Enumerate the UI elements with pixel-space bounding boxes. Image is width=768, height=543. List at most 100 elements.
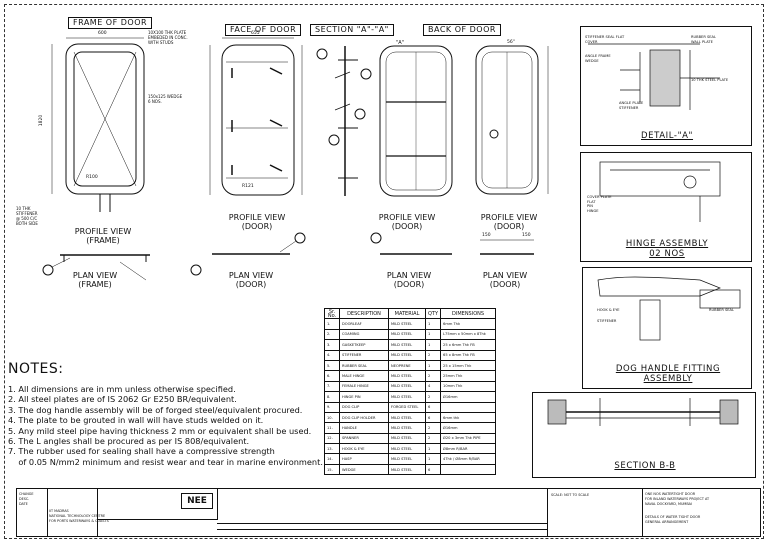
col-material: MATERIAL <box>388 307 426 320</box>
scale-block: SCALE: NOT TO SCALE <box>547 489 643 536</box>
cell-material: MILD STEEL <box>388 422 426 434</box>
note-item: 7. The rubber used for sealing shall hav… <box>8 446 275 457</box>
cell-material: MILD STEEL <box>388 391 426 403</box>
face-door-outline <box>221 44 295 196</box>
frame-inner <box>73 51 137 187</box>
cell-qty: 2 <box>424 370 442 382</box>
section-bb-title: SECTION B-B <box>614 461 676 471</box>
cell-sr: 9. <box>324 401 340 413</box>
back-door-width: 56" <box>507 40 515 45</box>
drawing-border <box>4 4 764 539</box>
cell-description: HINGE PIN <box>339 391 389 403</box>
cell-dimensions: 25mm Thk <box>440 370 497 382</box>
note-item: 1. All dimensions are in mm unless other… <box>8 384 236 394</box>
cell-dimensions: 6mm thk <box>440 411 497 424</box>
org-line: FOR PORTS WATERWAYS & COASTS <box>49 519 109 523</box>
detail-a-labels-bottom: ANGLE PLATE STIFFENER <box>619 101 644 110</box>
cell-material: MILD STEEL <box>388 349 426 361</box>
cell-description: STIFFENER <box>339 349 389 361</box>
cell-sr: 4. <box>324 349 340 361</box>
callout-6 <box>190 264 202 276</box>
cell-description: MALE HINGE <box>339 370 389 382</box>
profile-view-door2-caption: PROFILE VIEW(DOOR) <box>378 213 436 231</box>
cell-description: SPANNER <box>339 432 389 445</box>
face-of-door-title: FACE OF DOOR <box>225 24 302 36</box>
frame-of-door-title: FRAME OF DOOR <box>68 17 153 29</box>
cell-dimensions: L75mm x 50mm x 8Thk <box>440 328 497 341</box>
frame-dim-top: 600 <box>98 31 107 36</box>
cell-dimensions <box>440 463 497 476</box>
project-line: FOR INLAND WATERWAYS PROJECT AT <box>645 497 710 501</box>
notes-heading: NOTES: <box>8 361 64 377</box>
plate-embed-note: 10X100 THK PLATE EMBEDED IN CONC. WITH S… <box>148 30 188 45</box>
cell-description: HASP <box>339 453 389 465</box>
project-block: ONE NOS WATERTIGHT DOOR FOR INLAND WATER… <box>642 489 760 536</box>
plan-view-door2-caption: PLAN VIEW(DOOR) <box>386 271 432 289</box>
cell-material: MILD STEEL <box>388 318 426 330</box>
note-item: 6. The L angles shall be procured as per… <box>8 436 250 447</box>
callout-10 <box>360 68 372 80</box>
face-door-width: 655 <box>251 31 260 36</box>
cell-material: MILD STEEL <box>388 453 426 465</box>
profile-view-frame-caption: PROFILE VIEW(FRAME) <box>74 227 132 245</box>
cell-sr: 5. <box>324 359 340 372</box>
revision-date: DATE <box>19 502 28 506</box>
profile-view-door3-caption: PROFILE VIEW(DOOR) <box>480 213 538 231</box>
hinge-labels: COVER PLATE FLAT PIN HINGE <box>587 195 612 213</box>
parts-table: Sr. No. DESCRIPTION MATERIAL QTY DIMENSI… <box>324 307 497 476</box>
cell-dimensions: 10mm Thk <box>440 380 497 393</box>
cell-material: MILD STEEL <box>388 463 426 476</box>
cell-qty: 2 <box>424 391 442 403</box>
callout-13 <box>294 232 306 244</box>
cell-sr: 6. <box>324 370 340 382</box>
dog-handle-label-seal: RUBBER SEAL <box>709 308 734 312</box>
cell-material: MILD STEEL <box>388 380 426 393</box>
cell-dimensions: Ø16mm <box>440 391 497 403</box>
callout-7 <box>42 264 54 276</box>
detail-a-panel: STIFFENER SEAL FLAT COVER ANGLE FRAME WE… <box>580 26 752 146</box>
plan-view-door1-caption: PLAN VIEW(DOOR) <box>228 271 274 289</box>
logo-block: NEE <box>97 489 218 520</box>
dim-150-left: 150 <box>482 233 491 238</box>
revision-change: CHANGE <box>19 492 34 496</box>
cell-sr: 7. <box>324 380 340 393</box>
project-line: ONE NOS WATERTIGHT DOOR <box>645 492 696 496</box>
cell-material: NEOPRENE <box>388 359 426 372</box>
cell-description: DOG CLIP <box>339 401 389 413</box>
door-radius: R121 <box>242 184 254 189</box>
callout-14 <box>328 134 340 146</box>
section-aa-title: SECTION "A"-"A" <box>310 24 394 36</box>
note-item: 2. All steel plates are of IS 2062 Gr E2… <box>8 394 237 405</box>
cell-qty: 6 <box>424 401 442 413</box>
cell-qty: 1 <box>424 318 442 330</box>
back-door-outline <box>379 45 453 197</box>
section-mark-a: "A" <box>396 40 405 46</box>
notes-list: 1. All dimensions are in mm unless other… <box>8 384 323 467</box>
detail-a-labels: STIFFENER SEAL FLAT COVER ANGLE FRAME WE… <box>585 35 625 63</box>
cell-dimensions: Ø20 x 3mm Thk PIPE <box>440 432 497 445</box>
cell-material: MILD STEEL <box>388 370 426 382</box>
frame-outline <box>65 43 145 195</box>
callout-9 <box>316 48 328 60</box>
cell-qty: 1 <box>424 339 442 351</box>
dim-150-right: 150 <box>522 233 531 238</box>
scale-note: SCALE: NOT TO SCALE <box>551 493 590 497</box>
plan-view-door3-caption: PLAN VIEW(DOOR) <box>482 271 528 289</box>
cell-dimensions <box>440 401 497 413</box>
cell-sr: 12. <box>324 432 340 445</box>
parts-table-header: Sr. No. DESCRIPTION MATERIAL QTY DIMENSI… <box>324 307 497 320</box>
cell-material: MILD STEEL <box>388 328 426 341</box>
nee-logo: NEE <box>181 493 213 509</box>
cell-description: HOOK & EYE <box>339 443 389 455</box>
wedge-note: 150x125 WEDGE 6 NOS. <box>148 94 183 104</box>
cell-description: HANDLE <box>339 422 389 434</box>
